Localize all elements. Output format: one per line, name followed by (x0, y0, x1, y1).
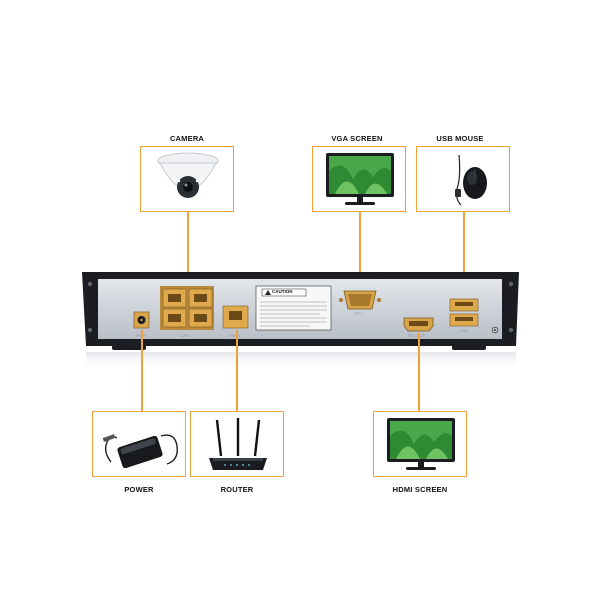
label-router: ROUTER (220, 485, 254, 494)
router-icon (209, 418, 267, 470)
card-camera (140, 146, 234, 212)
wire-router (236, 330, 238, 411)
card-router (190, 411, 284, 477)
label-power: POWER (124, 485, 154, 494)
sticker-title: CAUTION (272, 289, 293, 294)
wire-vga (359, 212, 361, 290)
monitor-icon (387, 418, 455, 470)
label-camera: CAMERA (169, 134, 205, 143)
label-hdmi-screen: HDMI SCREEN (392, 485, 448, 494)
wire-hdmi (418, 333, 420, 411)
port-label-wan: WAN (230, 333, 240, 338)
port-label-vga: VGA (354, 311, 364, 316)
port-label-lan: LAN (181, 333, 190, 338)
power-adapter-icon (102, 434, 178, 469)
mouse-icon (455, 154, 487, 206)
port-label-hdout: HD OUT (408, 333, 426, 338)
wire-usb (463, 212, 465, 300)
label-usb-mouse: USB MOUSE (436, 134, 484, 143)
monitor-icon (326, 153, 394, 205)
label-vga-screen: VGA SCREEN (331, 134, 383, 143)
wire-camera (187, 212, 189, 285)
card-hdmi-screen (373, 411, 467, 477)
card-power (92, 411, 186, 477)
card-usb-mouse (416, 146, 510, 212)
camera-icon (157, 152, 219, 198)
card-vga-screen (312, 146, 406, 212)
wire-power (141, 330, 143, 411)
port-label-usb: USB (459, 328, 469, 333)
